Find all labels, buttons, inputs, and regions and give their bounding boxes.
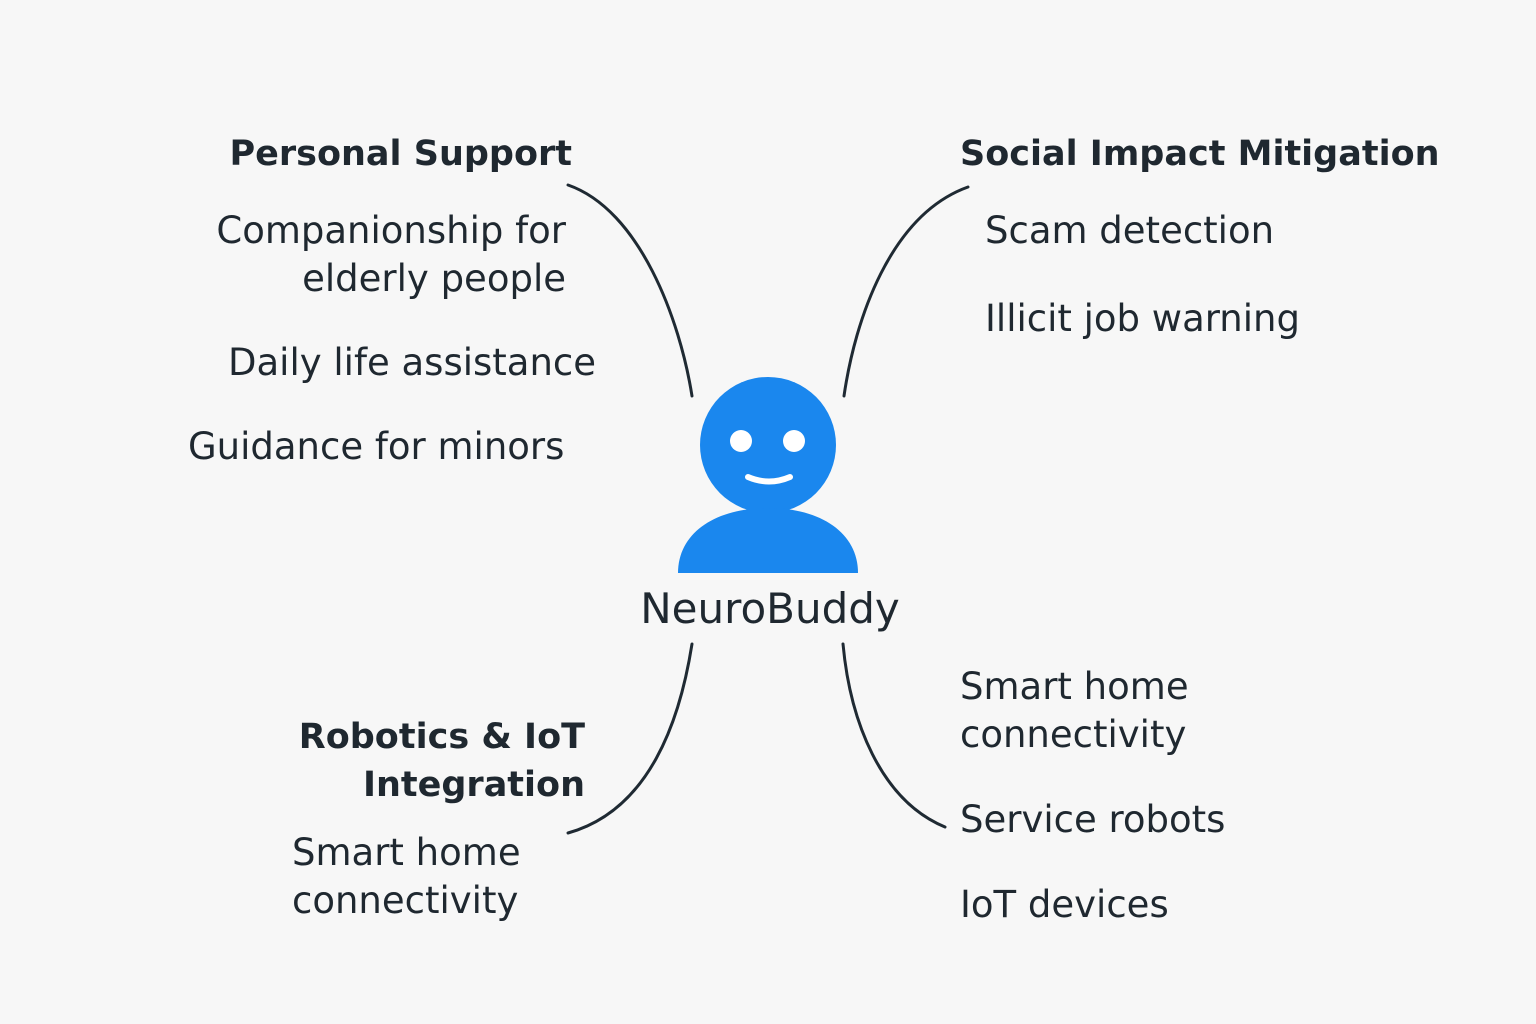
- bottom-right-item: IoT devices: [960, 883, 1169, 926]
- robotics-iot-heading: Robotics & IoT Integration: [298, 717, 585, 805]
- connector-bottom-right: [841, 642, 947, 829]
- avatar-left-eye: [730, 430, 752, 452]
- connector-personal-support: [566, 183, 694, 398]
- personal-support-item: Daily life assistance: [228, 341, 597, 384]
- connector-robotics-iot: [566, 642, 694, 835]
- bottom-right-item: Service robots: [960, 798, 1226, 841]
- center-title: NeuroBuddy: [640, 584, 900, 633]
- avatar-body: [678, 508, 858, 573]
- personal-support-heading: Personal Support: [229, 134, 572, 174]
- robotics-iot-item: Smart home connectivity: [292, 831, 521, 922]
- avatar-right-eye: [783, 430, 805, 452]
- social-impact-item: Scam detection: [985, 209, 1275, 252]
- social-impact-item: Illicit job warning: [985, 297, 1300, 340]
- social-impact-heading: Social Impact Mitigation: [960, 134, 1440, 174]
- connector-social-impact: [842, 185, 970, 398]
- avatar-smile: [745, 474, 793, 485]
- avatar-head: [700, 377, 836, 513]
- bottom-right-item: Smart home connectivity: [960, 665, 1189, 756]
- personal-support-item: Guidance for minors: [188, 425, 565, 468]
- personal-support-item: Companionship for elderly people: [216, 209, 566, 300]
